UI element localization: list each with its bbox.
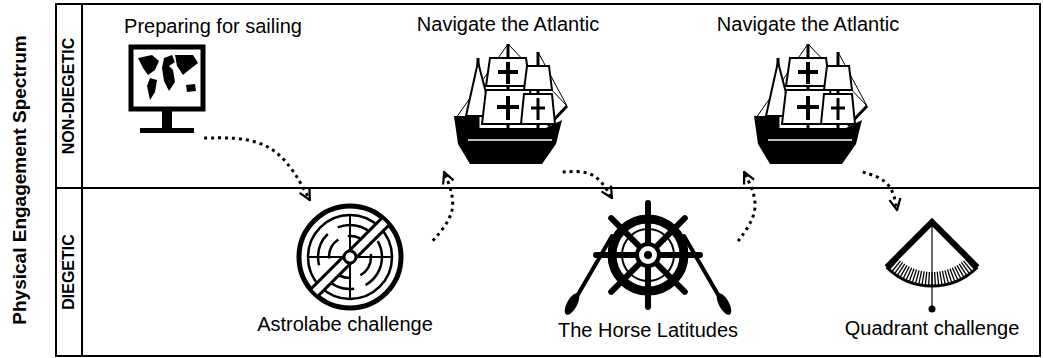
scale-tick [900,265,907,277]
scale-tick [940,271,942,285]
quadrant-icon [887,222,978,313]
axis-label: Physical Engagement Spectrum [9,35,31,324]
stage-node: Navigate the Atlantic [717,12,899,172]
scale-tick [928,272,930,286]
icon-space [173,38,253,138]
scale-tick [903,267,909,279]
dotted-arrow [433,172,453,241]
dotted-arrow [563,171,612,198]
scale-tick [934,272,936,286]
icon-space [290,200,400,312]
scale-tick [942,271,945,285]
scale-tick [919,271,922,285]
wheel-and-oars-icon [562,203,734,317]
scale-tick [959,264,967,276]
dotted-arrow [863,172,897,210]
scale-tick [957,265,964,277]
stage-node: Astrolabe challenge [257,200,433,336]
stage-label: The Horse Latitudes [558,318,738,342]
engagement-band: DIEGETIC Astrolabe challenge The Horse Lat… [55,187,1041,357]
scale-tick [906,268,912,281]
stage-label: Navigate the Atlantic [417,12,599,36]
icon-space [448,36,568,172]
stage-node: The Horse Latitudes [558,198,738,342]
icon-space [882,210,982,316]
scale-tick [945,270,949,284]
stage-label: Navigate the Atlantic [717,12,899,36]
column-divider [81,3,83,357]
engagement-band: NON-DIEGETIC Preparing for sailing Navigat… [55,3,1041,189]
icon-space [558,198,738,318]
stage-node: Quadrant challenge [845,210,1020,340]
stage-label: Preparing for sailing [124,14,302,38]
band-label: NON-DIEGETIC [59,38,79,154]
dotted-arrow [738,172,755,241]
dotted-arrow [204,138,310,200]
scale-tick [925,272,926,286]
stage-label: Astrolabe challenge [257,312,433,336]
icon-space [748,36,868,172]
ship-icon [454,44,567,164]
stage-node: Preparing for sailing [124,14,302,138]
astrolabe-icon [299,206,401,308]
ship-icon [754,44,867,164]
stage-label: Quadrant challenge [845,316,1020,340]
stage-node: Navigate the Atlantic [417,12,599,172]
scale-tick [922,271,924,285]
scale-tick [937,272,938,286]
monitor-map-icon [131,47,203,133]
scale-tick [955,267,961,279]
band-label: DIEGETIC [59,234,79,310]
